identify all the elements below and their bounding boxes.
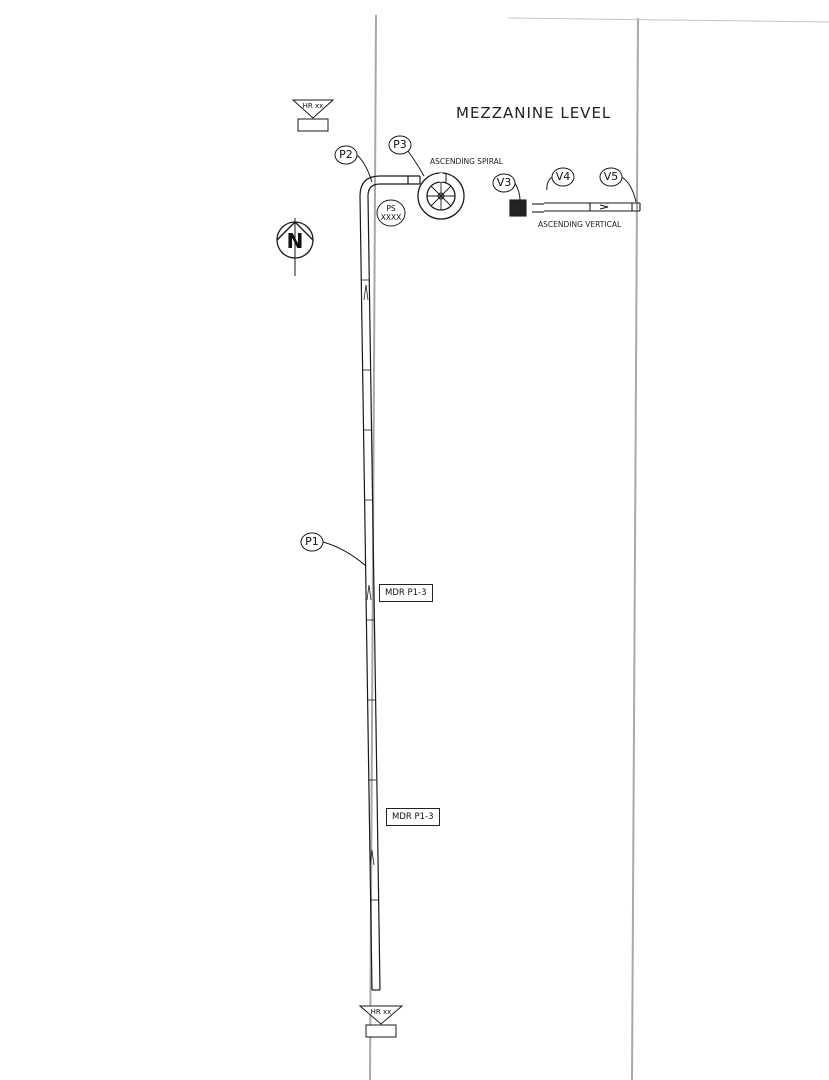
- pipe-support-label: PS XXXX: [377, 204, 405, 222]
- bubble-label-v5: V5: [603, 170, 619, 183]
- note-ascending-vertical: ASCENDING VERTICAL: [538, 220, 622, 229]
- wall-right: [631, 17, 639, 1080]
- pipe-support-line2: XXXX: [380, 213, 402, 222]
- tag-mdr-upper: MDR P1-3: [379, 584, 433, 602]
- tag-mdr-lower: MDR P1-3: [386, 808, 440, 826]
- bubble-label-v3: V3: [496, 176, 512, 189]
- north-arrow-symbol: [276, 218, 314, 276]
- bubble-v4: [546, 167, 575, 191]
- bubble-label-p3: P3: [393, 138, 407, 151]
- spiral-p3: [417, 172, 465, 220]
- bubble-v5: [599, 167, 637, 203]
- bubble-p3: [388, 135, 425, 177]
- note-ascending-spiral: ASCENDING SPIRAL: [430, 157, 503, 166]
- bubble-label-p2: P2: [339, 148, 353, 161]
- bubble-p1: [300, 532, 367, 567]
- pipe-elbow-p2: [359, 175, 421, 197]
- pipe-vertical-v: [509, 199, 641, 217]
- bubble-label-p1: P1: [305, 535, 319, 548]
- pipe-p1: [359, 195, 381, 991]
- hose-reel-top-symbol: [291, 99, 335, 132]
- bubble-label-v4: V4: [555, 170, 571, 183]
- north-arrow-letter: N: [286, 229, 304, 253]
- wall-top: [507, 17, 829, 23]
- bubble-p2: [334, 145, 373, 183]
- drawing-title: MEZZANINE LEVEL: [456, 104, 612, 122]
- hose-reel-bottom-label: HR xx: [370, 1008, 392, 1016]
- hose-reel-top-label: HR xx: [302, 102, 324, 110]
- bubble-v3: [492, 173, 521, 201]
- pipe-support-line1: PS: [386, 204, 396, 213]
- hose-reel-bottom-symbol: [358, 1005, 404, 1038]
- pipe-support-bubble: [376, 199, 406, 227]
